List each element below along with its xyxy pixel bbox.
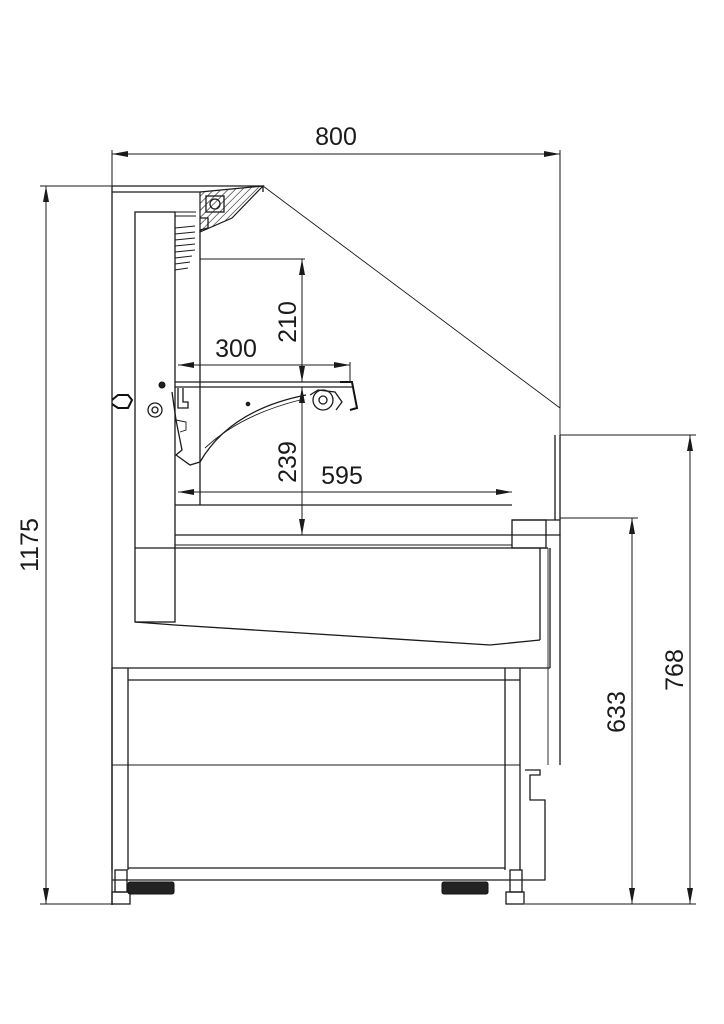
display-shelf	[171, 381, 359, 466]
stand-frame	[111, 668, 546, 905]
cabinet-outline	[111, 185, 561, 905]
dim-lower-shelf-spacing: 239	[274, 441, 302, 483]
dim-height-to-counter: 633	[603, 691, 631, 733]
light-canopy	[199, 185, 265, 233]
dim-display-depth: 595	[321, 462, 363, 490]
air-vent-louvre	[174, 225, 196, 271]
dim-shelf-depth: 300	[215, 335, 257, 363]
dim-shelf-spacing: 210	[274, 301, 302, 343]
dim-overall-width: 800	[315, 123, 357, 151]
dim-overall-height: 1175	[16, 518, 44, 572]
dim-height-to-glass-end: 768	[661, 649, 689, 691]
rear-mount-bracket	[111, 381, 166, 418]
dimension-lines	[40, 150, 696, 905]
